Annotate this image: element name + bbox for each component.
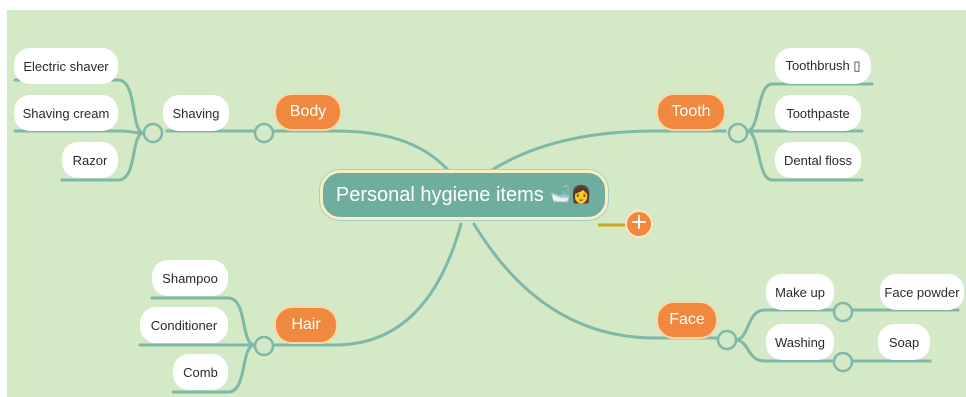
collapse-toggle-washing [832, 351, 854, 373]
topic-shaving[interactable]: Shaving [163, 95, 229, 131]
link-root-tooth [490, 129, 657, 172]
root-topic-label: Personal hygiene items [335, 183, 544, 206]
leaf-conditioner[interactable]: Conditioner [140, 307, 228, 343]
branch-tooth[interactable]: Tooth [656, 93, 726, 131]
bath-woman-emoji-icon: 🛁👩 [549, 185, 593, 205]
collapse-toggle-hair [253, 335, 275, 357]
collapse-toggle-makeup [832, 301, 854, 323]
collapse-toggle-body [253, 122, 275, 144]
leaf-face-powder[interactable]: Face powder [880, 274, 964, 310]
leaf-soap[interactable]: Soap [878, 324, 930, 360]
leaf-shampoo[interactable]: Shampoo [152, 260, 228, 296]
link-root-face [472, 222, 657, 340]
branch-hair[interactable]: Hair [274, 306, 338, 344]
root-topic[interactable]: Personal hygiene items 🛁👩 [320, 170, 608, 220]
branch-body[interactable]: Body [274, 93, 342, 131]
leaf-electric-shaver[interactable]: Electric shaver [14, 48, 118, 84]
leaf-comb[interactable]: Comb [173, 354, 228, 390]
leaf-toothpaste[interactable]: Toothpaste [775, 95, 861, 131]
leaf-shaving-cream[interactable]: Shaving cream [14, 95, 118, 131]
collapse-toggle-tooth [727, 122, 749, 144]
branch-face[interactable]: Face [656, 301, 718, 339]
topic-washing[interactable]: Washing [766, 324, 834, 360]
link-root-hair [333, 222, 463, 347]
add-topic-button[interactable]: + [625, 210, 653, 238]
collapse-toggle-shaving [142, 122, 164, 144]
collapse-toggle-face [716, 329, 738, 351]
leaf-toothbrush[interactable]: Toothbrush ▯ [775, 48, 871, 84]
link-root-body [333, 129, 450, 172]
leaf-dental-floss[interactable]: Dental floss [775, 142, 861, 178]
leaf-razor[interactable]: Razor [62, 142, 118, 178]
topic-make-up[interactable]: Make up [766, 274, 834, 310]
